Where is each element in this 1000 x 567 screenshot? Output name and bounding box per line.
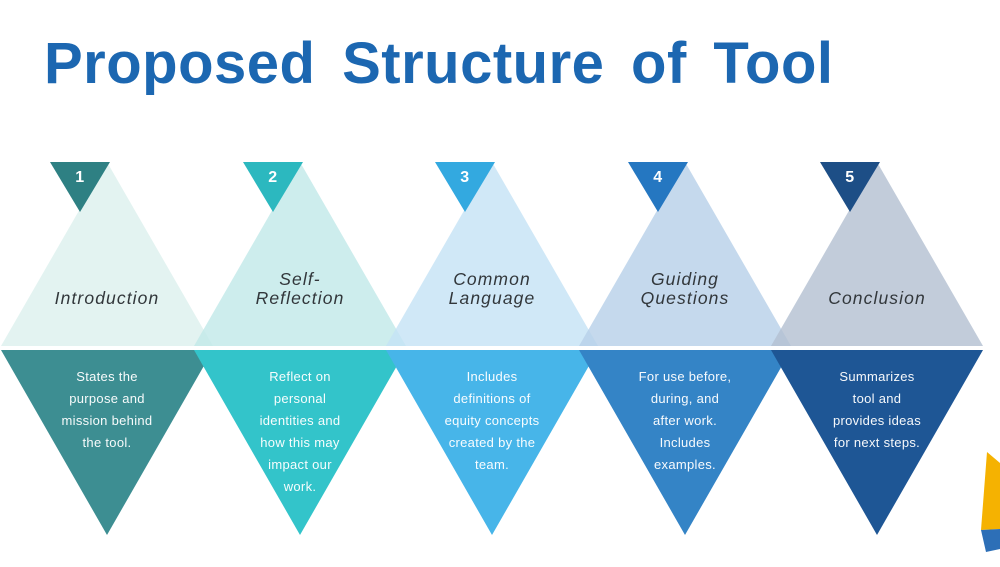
step-upper-triangle: Self- Reflection bbox=[194, 162, 406, 346]
step-diamond-1: Introduction States the purpose and miss… bbox=[1, 162, 213, 535]
step-lower-triangle: States the purpose and mission behind th… bbox=[1, 350, 213, 535]
step-description: Summarizes tool and provides ideas for n… bbox=[832, 369, 922, 450]
step-lower-triangle: For use before, during, and after work. … bbox=[579, 350, 791, 535]
step-diamond-5: Conclusion Summarizes tool and provides … bbox=[771, 162, 983, 535]
step-title: Guiding Questions bbox=[640, 269, 730, 308]
page-title: Proposed Structure of Tool bbox=[44, 31, 834, 96]
step-number: 2 bbox=[268, 169, 278, 186]
step-upper-triangle: Introduction bbox=[1, 162, 213, 346]
step-upper-triangle: Common Language bbox=[386, 162, 598, 346]
step-diamond-2: Self- Reflection Reflect on personal ide… bbox=[194, 162, 406, 535]
step-description: Includes definitions of equity concepts … bbox=[444, 369, 540, 472]
step-description: States the purpose and mission behind th… bbox=[61, 369, 153, 450]
step-upper-triangle: Guiding Questions bbox=[579, 162, 791, 346]
step-description: Reflect on personal identities and how t… bbox=[259, 369, 341, 494]
step-title: Conclusion bbox=[828, 288, 926, 308]
corner-logo-blue-shape bbox=[981, 529, 1000, 552]
corner-logo-pencil-icon bbox=[981, 452, 1000, 552]
step-number: 4 bbox=[653, 169, 663, 186]
corner-logo-yellow-shape bbox=[981, 452, 1000, 530]
step-number: 5 bbox=[845, 169, 855, 186]
step-number: 1 bbox=[75, 169, 85, 186]
step-number: 3 bbox=[460, 169, 470, 186]
step-diamond-3: Common Language Includes definitions of … bbox=[386, 162, 598, 535]
step-lower-triangle: Summarizes tool and provides ideas for n… bbox=[771, 350, 983, 535]
step-title: Self- Reflection bbox=[255, 269, 345, 308]
step-title: Common Language bbox=[448, 269, 536, 308]
step-description: For use before, during, and after work. … bbox=[638, 369, 732, 472]
step-diamond-4: Guiding Questions For use before, during… bbox=[579, 162, 791, 535]
step-title: Introduction bbox=[54, 288, 160, 308]
step-lower-triangle: Includes definitions of equity concepts … bbox=[386, 350, 598, 535]
step-lower-triangle: Reflect on personal identities and how t… bbox=[194, 350, 406, 535]
step-upper-triangle: Conclusion bbox=[771, 162, 983, 346]
